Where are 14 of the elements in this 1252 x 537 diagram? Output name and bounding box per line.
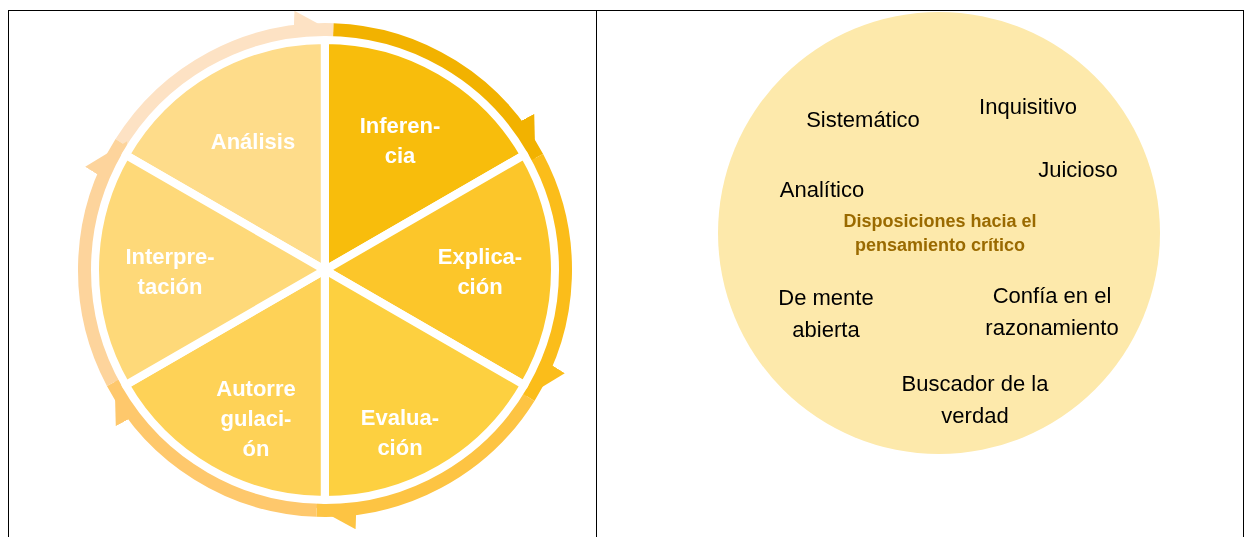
disposition-label: Inquisitivo [978, 93, 1078, 121]
circle-title: Disposiciones hacia el pensamiento crítico [842, 210, 1038, 257]
segment-label: Autorre gulaci- ón [215, 375, 297, 463]
segment-label: Inferen- cia [358, 112, 442, 170]
segment-label: Interpre- tación [124, 243, 216, 301]
segment-label: Evalua- ción [359, 404, 441, 462]
disposition-label: Juicioso [1037, 156, 1119, 184]
segment-label: Análisis [209, 128, 297, 156]
disposition-label: Analítico [778, 176, 866, 204]
disposition-label: Buscador de la verdad [900, 370, 1050, 430]
segment-label: Explica- ción [436, 243, 524, 301]
disposition-label: Sistemático [805, 106, 921, 134]
disposition-label: Confía en el razonamiento [984, 282, 1120, 342]
disposition-label: De mente abierta [777, 284, 875, 344]
